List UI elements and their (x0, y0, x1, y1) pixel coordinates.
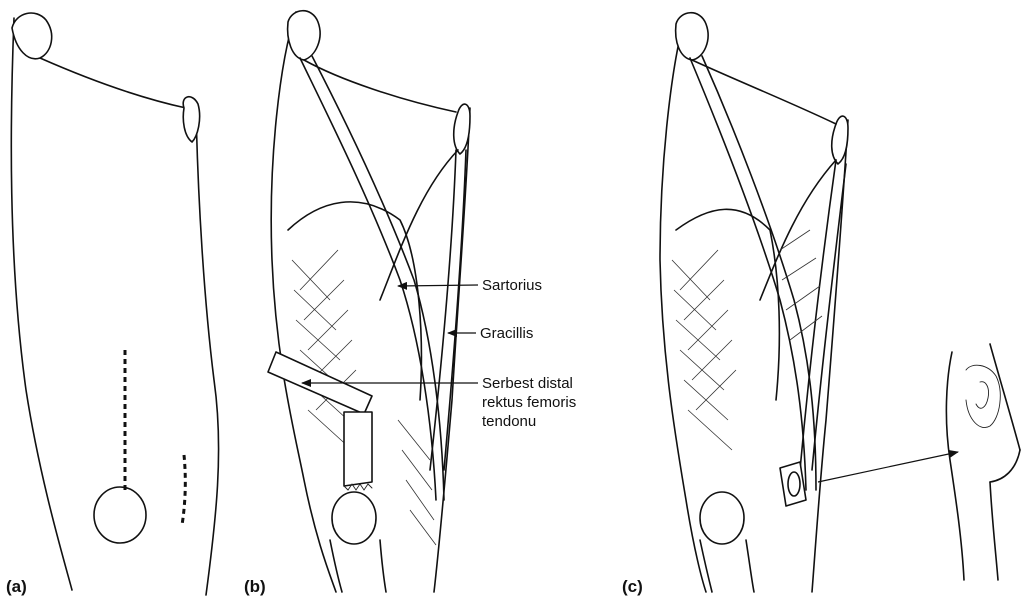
annotation-sartorius: Sartorius (398, 277, 542, 294)
panel-c-label: (c) (622, 577, 643, 596)
panel-c-drawing (660, 13, 848, 592)
tendon-label-line3: tendonu (482, 413, 536, 430)
gracillis-label: Gracillis (480, 325, 533, 342)
panel-b-drawing (268, 11, 470, 592)
sartorius-label: Sartorius (482, 277, 542, 294)
panel-c-detail-inset (818, 344, 1020, 580)
sartorius-arrow (398, 285, 478, 286)
tendon-label-line2: rektus femoris (482, 394, 576, 411)
detail-arrow (818, 452, 958, 482)
panel-a-label: (a) (6, 577, 27, 596)
annotation-gracillis: Gracillis (448, 325, 533, 342)
tendon-label-line1: Serbest distal (482, 375, 573, 392)
panel-b-label: (b) (244, 577, 266, 596)
panel-a-drawing (11, 13, 218, 595)
